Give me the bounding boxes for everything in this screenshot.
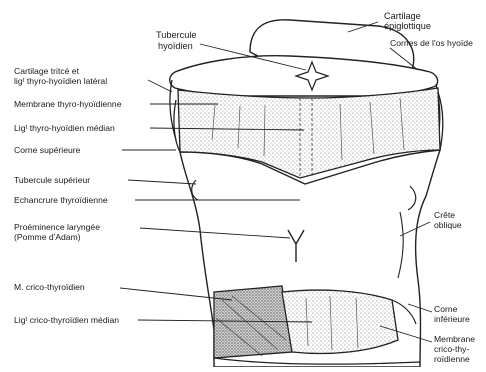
label-corne-superieure: Corne supérieure (14, 145, 81, 155)
label-m-crico-thyroidien: M. crico-thyroïdien (14, 282, 85, 292)
label-membrane-crico-2: crico-thy- (434, 344, 469, 354)
label-lig-crico-thyroidien-median: Ligᵗ crico-thyroïdien médian (14, 315, 119, 325)
label-lig-thyro-hyoidien-median: Ligᵗ thyro-hyoïdien médian (14, 123, 115, 133)
label-crete-oblique-2: oblique (434, 220, 462, 230)
label-corne-inferieure-1: Corne (434, 304, 458, 314)
label-membrane-thyro-hyoidienne: Membrane thyro-hyoïdienne (14, 99, 122, 109)
label-tubercule-hyoidien-2: hyoïdien (158, 41, 193, 51)
label-proeminence-laryngee-2: (Pomme d'Adam) (14, 232, 81, 242)
label-corne-inferieure-2: inférieure (434, 314, 470, 324)
label-cartilage-triticé-2: ligᵗ thyro-hyoïdien latéral (14, 76, 107, 86)
label-tubercule-superieur: Tubercule supérieur (14, 175, 90, 185)
label-tubercule-hyoidien-1: Tubercule (156, 30, 197, 40)
label-echancrure-thyroidienne: Echancrure thyroïdienne (14, 195, 108, 205)
label-proeminence-laryngee-1: Proéminence laryngée (14, 222, 100, 232)
label-cartilage-triticé-1: Cartilage tritcé et (14, 66, 80, 76)
label-cartilage-epiglottique-2: épiglottique (384, 21, 431, 31)
label-membrane-crico-3: roïdienne (434, 354, 470, 364)
label-cartilage-epiglottique-1: Cartilage (384, 11, 421, 21)
label-cornes-hyoide: Cornes de l'os hyoïde (390, 38, 473, 48)
label-membrane-crico-1: Membrane (434, 334, 475, 344)
label-crete-oblique-1: Crête (434, 210, 455, 220)
